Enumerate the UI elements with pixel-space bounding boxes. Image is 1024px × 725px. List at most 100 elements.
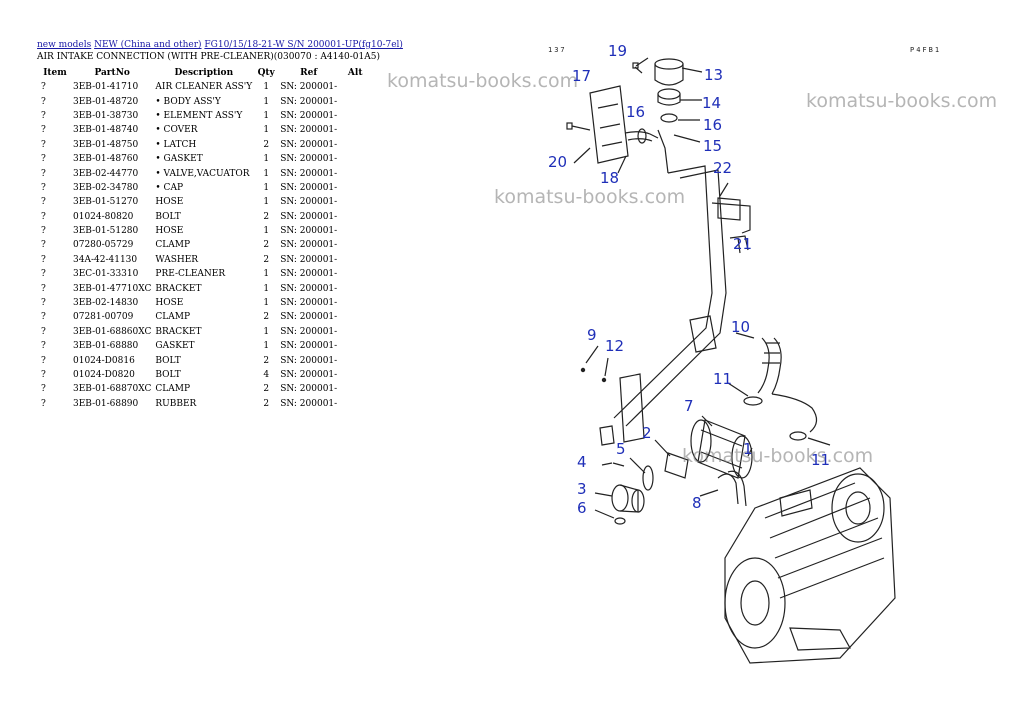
cell-description: CLAMP [155,312,191,323]
breadcrumb: new models NEW (China and other) FG10/15… [37,40,403,50]
callout-label: 11 [811,451,831,469]
cell-alt [339,181,371,195]
cell-partno: 07280-05729 [73,240,134,251]
exploded-parts-diagram [566,57,896,664]
cell-alt [339,368,371,382]
callout-label: 4 [577,453,587,471]
cell-partno: 3EB-01-48750 [73,139,139,150]
cell-qty: 1 [263,298,270,309]
callout-label: 7 [684,397,694,415]
callout-label: 11 [713,370,733,388]
cell-alt [339,195,371,209]
cell-ref: SN: 200001- [280,355,338,366]
cell-qty: 1 [263,197,270,208]
cell-description: BRACKET [155,326,202,337]
col-header-partno: PartNo [94,68,130,78]
cell-description: HOSE [155,197,184,208]
cell-ref: SN: 200001- [280,283,338,294]
cell-qty: 1 [263,283,270,294]
col-header-alt: Alt [347,68,363,78]
cell-partno: 3EB-01-48760 [73,154,139,165]
cell-ref: SN: 200001- [280,125,338,136]
cell-description: BOLT [155,211,181,222]
watermark-text: komatsu-books.com [682,445,874,467]
cell-ref: SN: 200001- [280,182,338,193]
cell-alt [339,80,371,94]
cell-ref: SN: 200001- [280,197,338,208]
page-number-left: 137 [548,46,567,54]
cell-item: ? [41,96,46,107]
breadcrumb-link-new-models[interactable]: new models [37,40,92,50]
cell-item: ? [41,355,46,366]
cell-alt [339,382,371,396]
cell-alt [339,238,371,252]
cell-item: ? [41,240,46,251]
page-number-right: P4FB1 [910,46,942,54]
breadcrumb-link-new-china[interactable]: NEW (China and other) [94,40,202,50]
cell-item: ? [41,82,46,93]
cell-description: PRE-CLEANER [155,269,226,280]
callout-label: 1 [743,440,753,458]
cell-partno: 3EB-01-47710XC [73,283,152,294]
cell-partno: 3EB-01-51280 [73,226,139,237]
cell-partno: 3EB-01-48740 [73,125,139,136]
cell-qty: 2 [263,384,270,395]
cell-ref: SN: 200001- [280,341,338,352]
cell-partno: 01024-80820 [73,211,134,222]
cell-item: ? [41,139,46,150]
callout-label: 14 [702,94,722,112]
callout-label: 18 [600,169,620,187]
cell-partno: 3EB-02-44770 [73,168,139,179]
cell-ref: SN: 200001- [280,298,338,309]
cell-partno: 3EB-01-48720 [73,96,139,107]
cell-partno: 3EB-02-34780 [73,182,139,193]
cell-partno: 3EB-01-68860XC [73,326,152,337]
cell-item: ? [41,398,46,409]
col-header-description: Description [174,68,234,78]
cell-ref: SN: 200001- [280,254,338,265]
cell-qty: 1 [263,154,270,165]
cell-partno: 01024-D0816 [73,355,135,366]
breadcrumb-link-model[interactable]: FG10/15/18-21-W S/N 200001-UP(fg10-7el) [204,40,403,50]
cell-ref: SN: 200001- [280,326,338,337]
cell-ref: SN: 200001- [280,384,338,395]
cell-description: BRACKET [155,283,202,294]
callout-label: 19 [608,42,628,60]
cell-qty: 2 [263,254,270,265]
cell-ref: SN: 200001- [280,240,338,251]
cell-description: • GASKET [155,154,203,165]
col-header-qty: Qty [257,68,275,78]
cell-item: ? [41,341,46,352]
cell-alt [339,94,371,108]
callout-label: 22 [713,159,733,177]
callout-label: 8 [692,494,702,512]
cell-alt [339,166,371,180]
callout-label: 21 [733,235,753,253]
cell-description: HOSE [155,298,184,309]
cell-qty: 2 [263,211,270,222]
callout-label: 16 [703,116,723,134]
cell-partno: 3EB-01-68870XC [73,384,152,395]
cell-partno: 3EB-02-14830 [73,298,139,309]
cell-alt [339,152,371,166]
cell-item: ? [41,226,46,237]
cell-qty: 1 [263,341,270,352]
cell-item: ? [41,110,46,121]
col-header-item: Item [43,68,67,78]
cell-qty: 2 [263,312,270,323]
cell-item: ? [41,168,46,179]
